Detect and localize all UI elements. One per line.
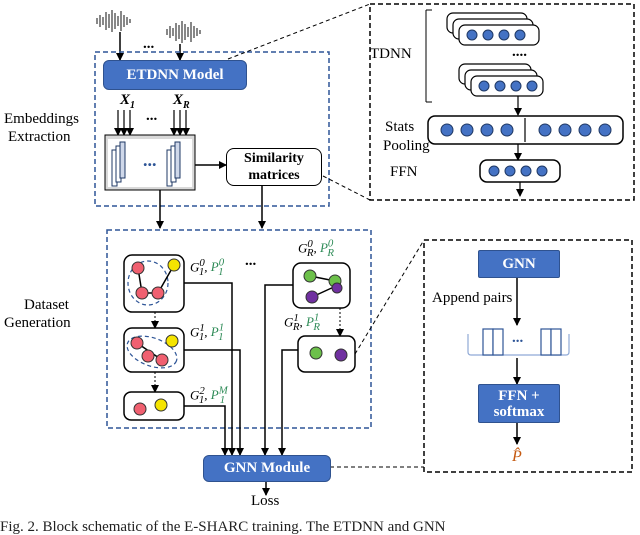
ellipsis-inputs: ... bbox=[146, 108, 158, 124]
stats-pooling-label: Stats Pooling bbox=[383, 119, 430, 154]
label-gr-0: G0R, P0R bbox=[298, 238, 334, 259]
etdnn-model-label: ETDNN Model bbox=[126, 66, 224, 83]
gnn-box: GNN bbox=[478, 250, 560, 278]
embeddings-region bbox=[94, 51, 330, 207]
embedding-bars bbox=[111, 141, 181, 187]
etdnn-model-box: ETDNN Model bbox=[103, 60, 247, 90]
waveform-icon-2 bbox=[166, 21, 201, 43]
pairs-group bbox=[467, 328, 570, 356]
loss-label: Loss bbox=[251, 493, 280, 509]
gnn-module-label: GNN Module bbox=[223, 460, 311, 476]
tdnn-layers bbox=[446, 12, 544, 97]
embeddings-extraction-label: Embeddings Extraction bbox=[4, 111, 79, 145]
similarity-matrices-box: Similarity matrices bbox=[226, 148, 322, 186]
ellipsis-waveforms: ... bbox=[143, 36, 155, 52]
gnn-panel bbox=[423, 239, 633, 473]
append-pairs-label: Append pairs bbox=[432, 290, 513, 306]
figure-caption: Fig. 2. Block schematic of the E-SHARC t… bbox=[0, 519, 446, 535]
ellipsis-tdnn: .... bbox=[512, 44, 527, 60]
ellipsis-pairs: ... bbox=[512, 330, 524, 346]
gnn-module-box: GNN Module bbox=[203, 455, 331, 482]
ellipsis-graphs: ... bbox=[245, 253, 257, 269]
graph-g1-2 bbox=[123, 391, 185, 421]
x1-label: X1 bbox=[120, 92, 136, 111]
label-g1-0: G01, P01 bbox=[190, 257, 225, 278]
dataset-generation-label: Dataset Generation bbox=[4, 297, 71, 331]
xr-label: XR bbox=[173, 92, 190, 111]
label-g1-1: G11, P11 bbox=[190, 322, 225, 343]
ffn-label: FFN bbox=[390, 164, 418, 180]
ellipsis-embeddings: ... bbox=[143, 150, 157, 170]
tdnn-panel bbox=[369, 3, 635, 201]
ffn-softmax-box: FFN + softmax bbox=[478, 384, 560, 423]
waveform-icon-1 bbox=[96, 10, 131, 32]
p-hat-label: P̂ bbox=[512, 448, 522, 465]
tdnn-label: TDNN bbox=[370, 46, 412, 62]
dataset-region bbox=[106, 229, 372, 429]
label-gr-1: G1R, P1R bbox=[284, 312, 320, 333]
label-g1-2: G21, PM1 bbox=[190, 385, 228, 406]
graph-g1-1 bbox=[123, 327, 185, 373]
